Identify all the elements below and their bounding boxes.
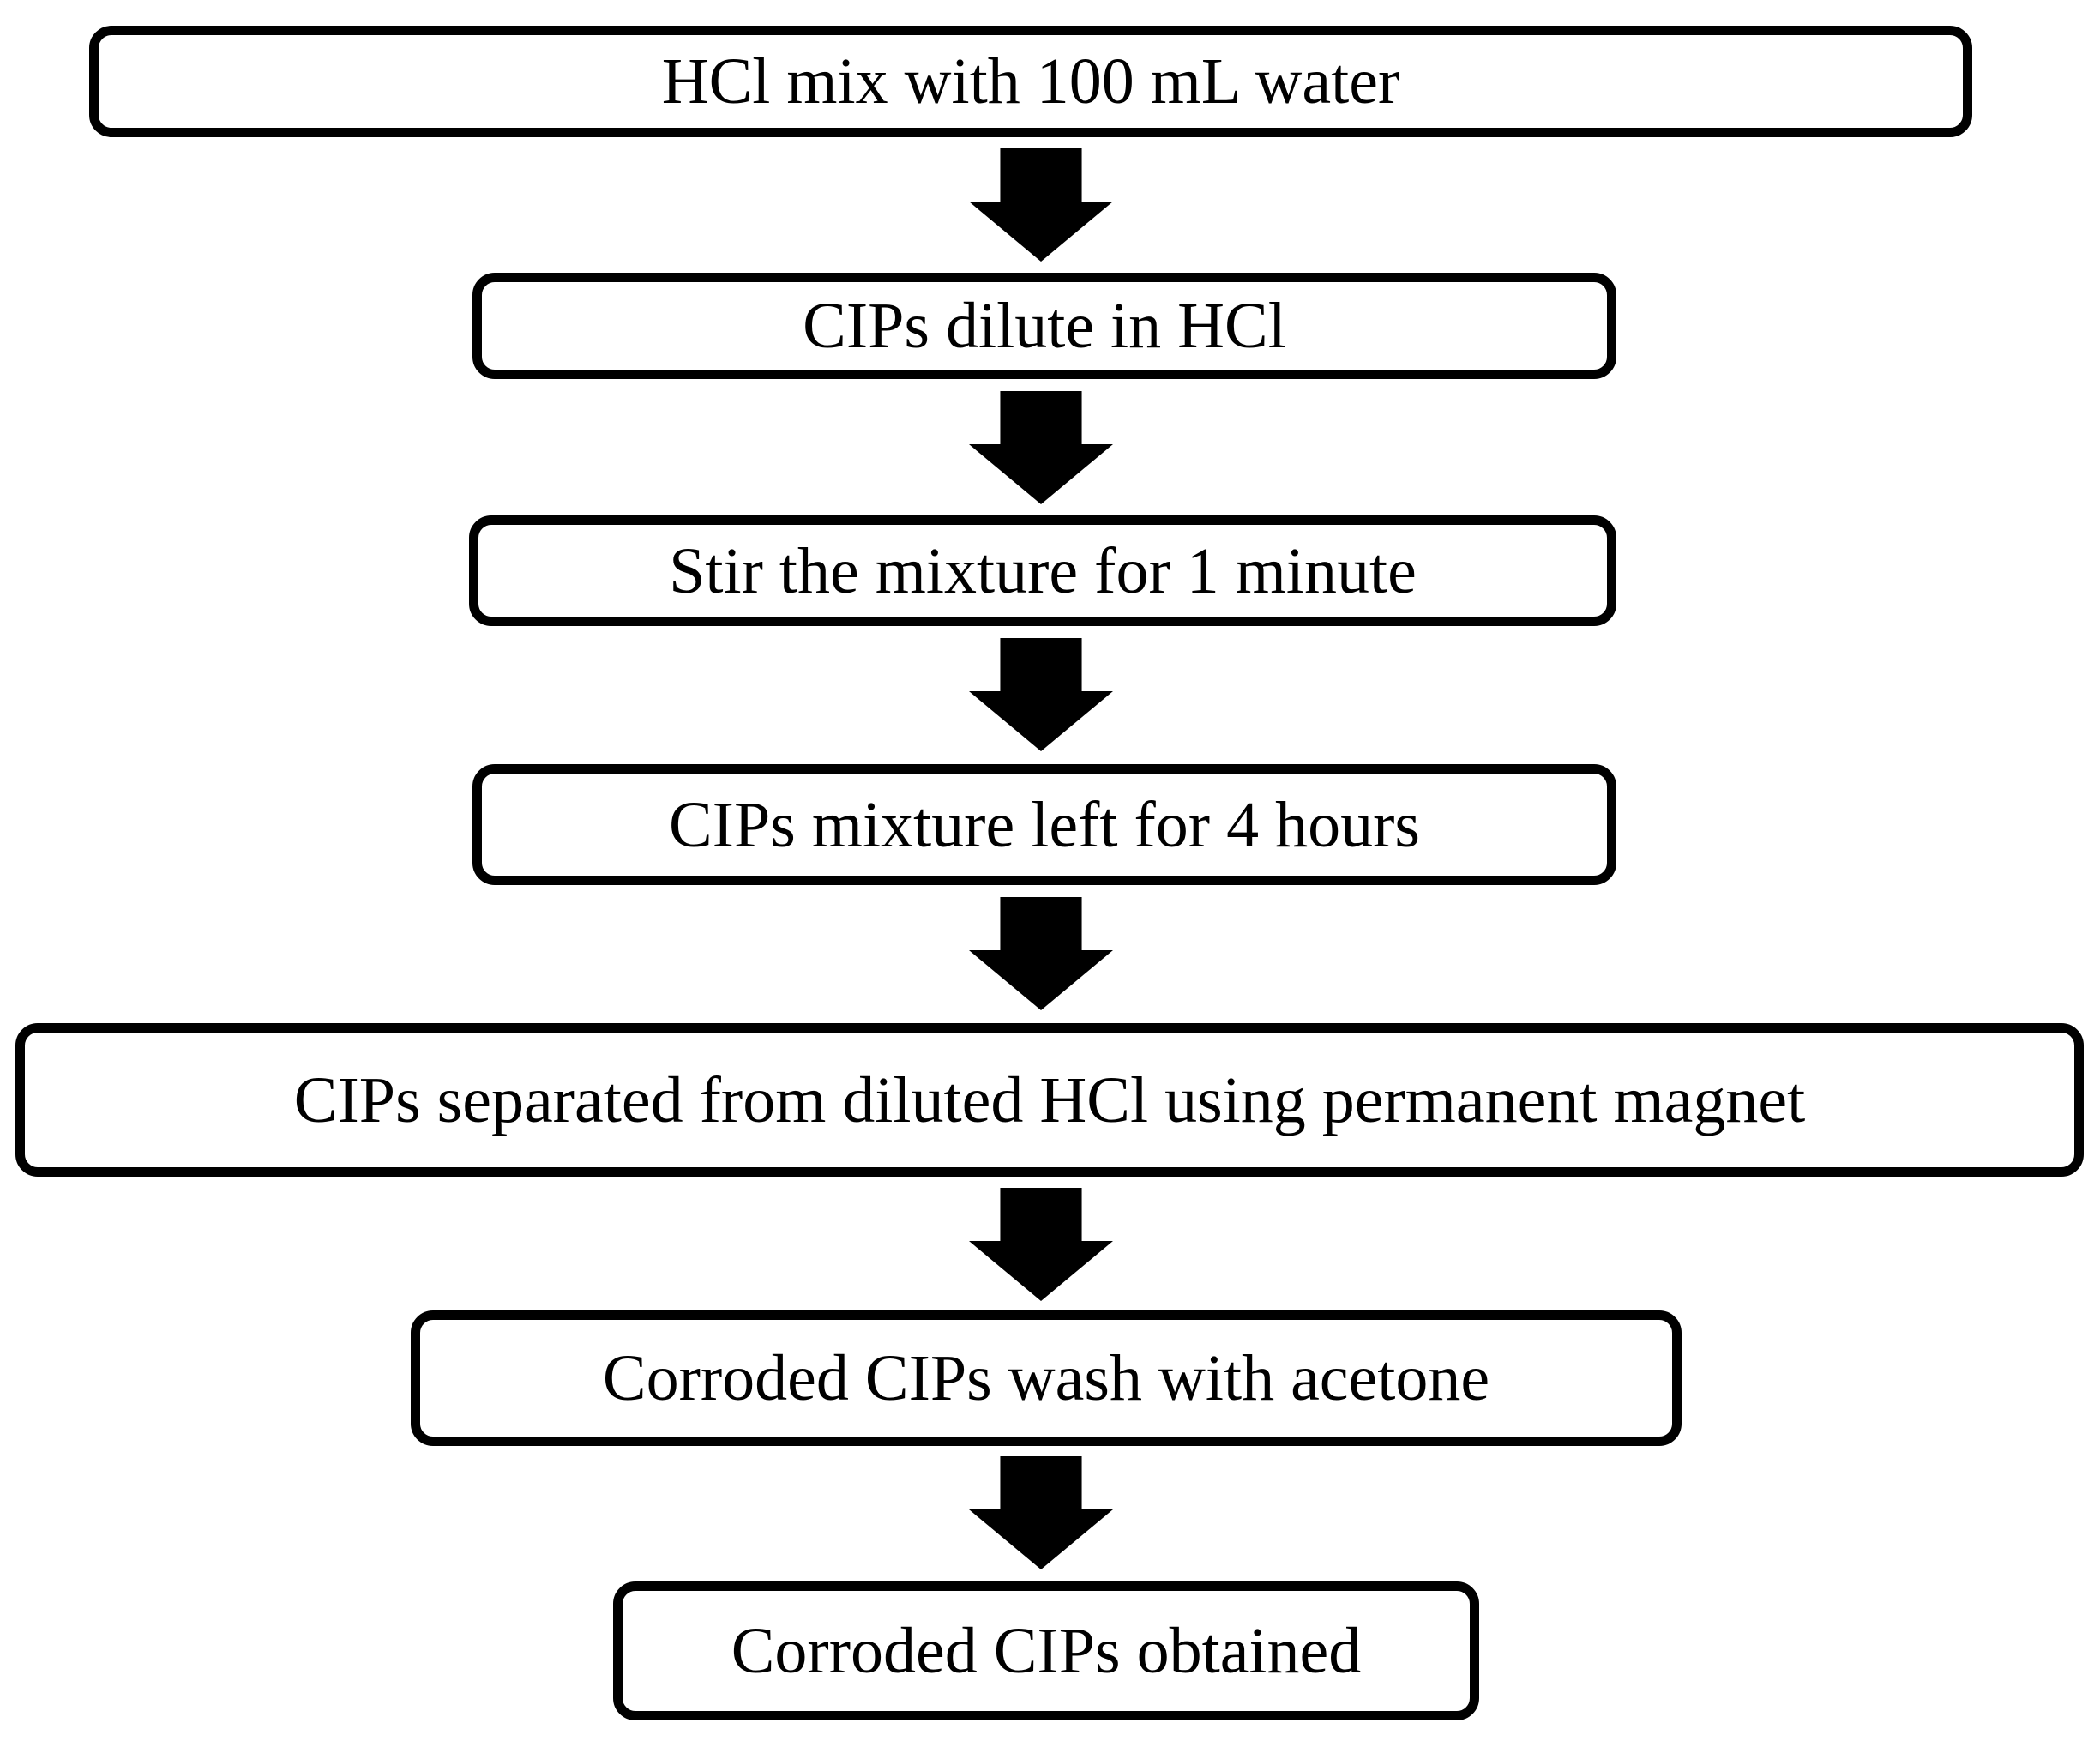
arrow-down-icon <box>969 1188 1113 1301</box>
flow-step-7-label: Corroded CIPs obtained <box>731 1615 1362 1687</box>
arrow-down-icon <box>969 148 1113 262</box>
flow-step-5: CIPs separated from diluted HCl using pe… <box>15 1023 2084 1177</box>
flow-step-3: Stir the mixture for 1 minute <box>469 515 1616 626</box>
arrow-down-icon <box>969 897 1113 1010</box>
arrow-down-icon <box>969 638 1113 751</box>
flow-step-3-label: Stir the mixture for 1 minute <box>669 534 1417 607</box>
flow-step-4-label: CIPs mixture left for 4 hours <box>668 788 1420 861</box>
flow-step-7: Corroded CIPs obtained <box>613 1581 1479 1720</box>
flow-step-2: CIPs dilute in HCl <box>472 273 1616 379</box>
arrow-down-icon <box>969 1456 1113 1569</box>
flow-step-1: HCl mix with 100 mL water <box>89 26 1972 137</box>
flow-step-1-label: HCl mix with 100 mL water <box>661 45 1400 117</box>
flow-step-6: Corroded CIPs wash with acetone <box>411 1310 1682 1446</box>
flow-step-4: CIPs mixture left for 4 hours <box>472 764 1616 885</box>
flow-step-6-label: Corroded CIPs wash with acetone <box>602 1342 1490 1414</box>
arrow-down-icon <box>969 391 1113 504</box>
flow-step-5-label: CIPs separated from diluted HCl using pe… <box>293 1063 1806 1136</box>
flow-step-2-label: CIPs dilute in HCl <box>803 290 1286 362</box>
